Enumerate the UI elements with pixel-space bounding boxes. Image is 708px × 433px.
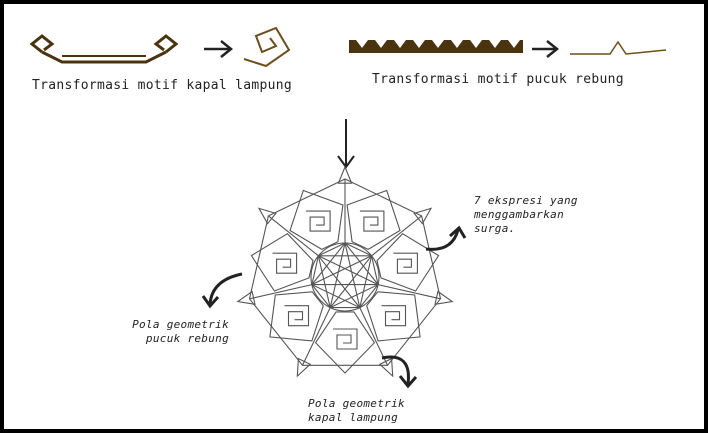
pucuk-rebung-triangle (236, 290, 256, 305)
caption-pucuk-rebung: Transformasi motif pucuk rebung (372, 72, 624, 87)
mandala-star (311, 242, 379, 308)
spiral-motif (381, 305, 407, 327)
pucuk-rebung-triangle (296, 357, 312, 378)
pucuk-rebung-motif-icon (349, 40, 523, 53)
annotation-pucuk-rebung-pattern: Pola geometrik pucuk rebung (114, 318, 229, 346)
spiral-motif (359, 210, 385, 232)
annotation-line: pucuk rebung (145, 332, 229, 345)
mandala-petal (289, 189, 344, 251)
spiral-motif-icon (243, 26, 291, 68)
mandala-inner-heptagon (311, 242, 379, 309)
spiral-motif (284, 305, 310, 327)
mandala-spoke (371, 215, 422, 257)
mandala-petal (269, 291, 324, 342)
annotation-line: kapal lampung (308, 411, 398, 424)
mandala-spoke (377, 284, 441, 300)
annotation-kapal-lampung-pattern: Pola geometrik kapal lampung (308, 397, 438, 425)
mandala-petal (346, 189, 401, 251)
mandala-spoke (268, 215, 319, 257)
spiral-motif (333, 328, 358, 350)
kapal-lampung-motif-icon (29, 34, 179, 64)
spiral-motif (393, 252, 418, 274)
mandala-petal (366, 291, 421, 342)
motif-diagram (29, 26, 667, 389)
mandala-spoke (302, 307, 331, 366)
annotation-line: 7 ekspresi yang (474, 194, 578, 207)
spiral-motif (306, 210, 331, 232)
annotation-line: surga. (474, 222, 516, 235)
pucuk-rebung-triangle (378, 357, 394, 378)
arrow-right-icon (532, 40, 560, 58)
annotation-line: Pola geometrik (132, 318, 229, 331)
mandala-petal (376, 232, 440, 292)
curved-arrow-icon (425, 225, 467, 251)
annotation-surga: 7 ekspresi yang menggambarkan surga. (474, 194, 604, 236)
annotation-line: Pola geometrik (308, 397, 405, 410)
triangle-motif-icon (570, 40, 667, 55)
spiral-motif (272, 252, 298, 274)
mandala-spoke (359, 307, 388, 366)
arrow-right-icon (204, 40, 234, 58)
curved-arrow-icon (381, 355, 418, 389)
caption-kapal-lampung: Transformasi motif kapal lampung (32, 78, 293, 93)
mandala-petal (250, 232, 314, 292)
arrow-down-icon (337, 119, 355, 169)
pucuk-rebung-triangle (337, 165, 353, 184)
mandala-spoke (249, 284, 313, 300)
pucuk-rebung-triangle (434, 290, 454, 305)
curved-arrow-icon (201, 272, 243, 309)
annotation-line: menggambarkan (474, 208, 564, 221)
mandala-outline (248, 178, 442, 366)
mandala-star (311, 242, 379, 309)
mandala-pattern (236, 165, 454, 378)
pucuk-rebung-triangle (413, 207, 433, 225)
mandala-petal (314, 311, 376, 374)
pucuk-rebung-triangle (257, 207, 277, 225)
